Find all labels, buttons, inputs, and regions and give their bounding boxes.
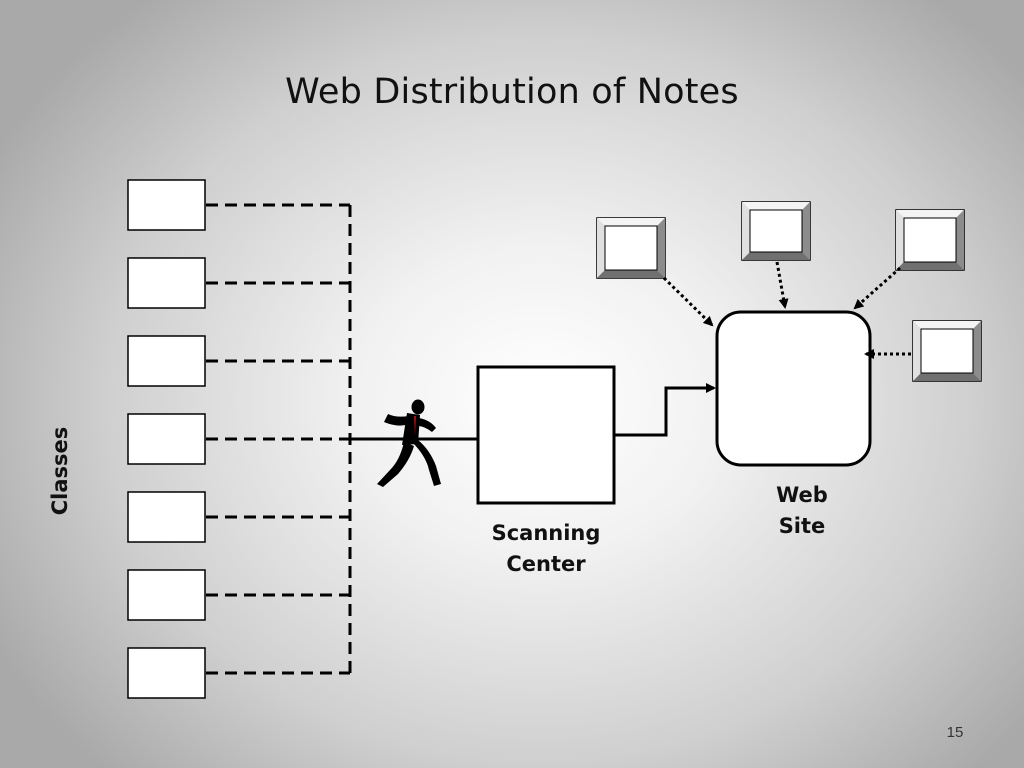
classes-label: Classes	[48, 426, 72, 516]
client-access-arrow	[775, 261, 789, 309]
page-number: 15	[946, 724, 964, 741]
class-box	[127, 569, 206, 621]
client-terminal	[895, 209, 965, 271]
running-man-icon	[377, 399, 441, 487]
client-access-arrows	[662, 261, 911, 359]
client-terminal	[741, 201, 811, 261]
class-feed-lines	[206, 203, 352, 675]
client-access-arrow	[853, 266, 901, 310]
client-access-arrow	[662, 276, 714, 327]
class-box	[127, 647, 206, 699]
scan-to-web-connector	[614, 383, 716, 437]
class-box	[127, 335, 206, 387]
class-box	[127, 179, 206, 231]
slide-title: Web Distribution of Notes	[285, 72, 739, 112]
web-site-box	[715, 310, 872, 467]
class-boxes	[127, 179, 206, 699]
client-terminal	[596, 217, 666, 279]
class-box	[127, 491, 206, 543]
scanning-center-box	[476, 365, 616, 505]
scanning-center-label: Scanning Center	[491, 521, 601, 576]
class-box	[127, 257, 206, 309]
web-site-label: Web Site	[776, 483, 828, 538]
client-terminal	[912, 320, 982, 382]
class-box	[127, 413, 206, 465]
